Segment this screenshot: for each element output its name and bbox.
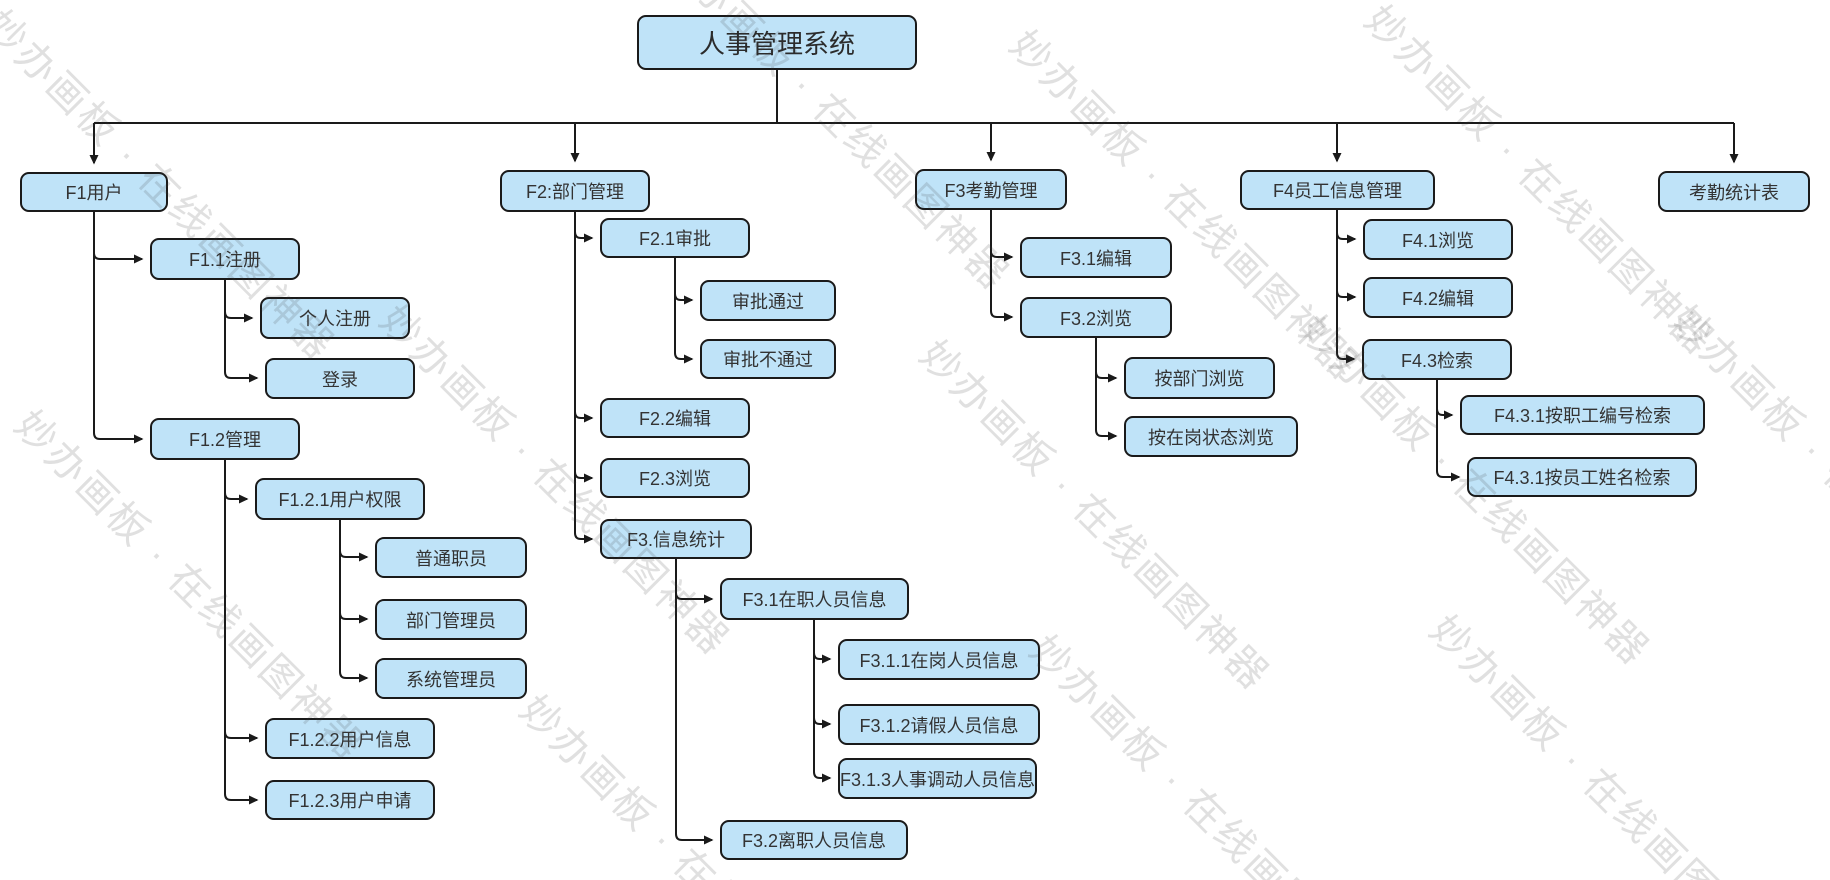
node-root[interactable]: 人事管理系统 <box>637 15 917 70</box>
node-f1-1[interactable]: F1.1注册 <box>150 238 300 280</box>
node-onpost-info[interactable]: F3.1.1在岗人员信息 <box>838 639 1040 680</box>
node-label: 人事管理系统 <box>698 29 855 59</box>
node-label: 登录 <box>322 369 358 390</box>
node-personal-register[interactable]: 个人注册 <box>260 297 410 339</box>
node-label: F3.1.3人事调动人员信息 <box>839 769 1036 790</box>
node-label: F3.2浏览 <box>1059 308 1133 329</box>
node-f4[interactable]: F4员工信息管理 <box>1240 170 1435 210</box>
node-label: F2.3浏览 <box>638 469 712 489</box>
node-dept-admin[interactable]: 部门管理员 <box>375 599 527 640</box>
node-label: F2.1审批 <box>638 229 712 249</box>
node-label: F4.1浏览 <box>1401 230 1475 251</box>
node-f4-2[interactable]: F4.2编辑 <box>1363 277 1513 318</box>
node-search-by-id[interactable]: F4.3.1按职工编号检索 <box>1460 395 1705 435</box>
node-f3[interactable]: F3考勤管理 <box>915 169 1067 210</box>
node-label: F1.1注册 <box>188 250 262 270</box>
node-label: F1.2.3用户申请 <box>288 791 412 811</box>
node-browse-by-status[interactable]: 按在岗状态浏览 <box>1124 416 1298 457</box>
node-f1-2-2[interactable]: F1.2.2用户信息 <box>265 718 435 759</box>
node-onjob-info[interactable]: F3.1在职人员信息 <box>720 578 909 620</box>
node-label: F1.2.2用户信息 <box>288 729 412 750</box>
node-approve-fail[interactable]: 审批不通过 <box>700 339 836 379</box>
node-label: F2.2编辑 <box>638 409 712 429</box>
node-f3-1[interactable]: F3.1编辑 <box>1020 237 1172 278</box>
node-f2-1[interactable]: F2.1审批 <box>600 218 750 258</box>
node-f1-2-3[interactable]: F1.2.3用户申请 <box>265 780 435 820</box>
node-transfer-info[interactable]: F3.1.3人事调动人员信息 <box>838 758 1037 799</box>
node-label: F3.2离职人员信息 <box>741 831 887 851</box>
node-browse-by-dept[interactable]: 按部门浏览 <box>1124 357 1275 399</box>
node-label: 部门管理员 <box>406 610 496 631</box>
node-f1-2[interactable]: F1.2管理 <box>150 418 300 460</box>
node-f4-3[interactable]: F4.3检索 <box>1362 339 1512 380</box>
node-search-by-name[interactable]: F4.3.1按员工姓名检索 <box>1467 457 1697 497</box>
node-label: F4.2编辑 <box>1401 288 1475 309</box>
node-label: 按在岗状态浏览 <box>1148 427 1274 448</box>
node-resigned-info[interactable]: F3.2离职人员信息 <box>720 820 908 860</box>
node-normal-staff[interactable]: 普通职员 <box>375 537 527 578</box>
node-label: 个人注册 <box>299 309 371 329</box>
node-label: F4.3.1按员工姓名检索 <box>1493 468 1671 488</box>
node-approve-pass[interactable]: 审批通过 <box>700 280 836 321</box>
node-label: 按部门浏览 <box>1154 369 1245 389</box>
node-label: 审批通过 <box>732 291 804 312</box>
node-label: F3.1.1在岗人员信息 <box>859 650 1019 671</box>
node-f4-1[interactable]: F4.1浏览 <box>1363 219 1513 260</box>
node-label: F4.3检索 <box>1400 350 1474 371</box>
node-info-stats[interactable]: F3.信息统计 <box>600 519 752 559</box>
node-label: F3.1编辑 <box>1059 248 1133 269</box>
node-attendance-report[interactable]: 考勤统计表 <box>1658 171 1810 212</box>
node-label: F4.3.1按职工编号检索 <box>1493 406 1672 426</box>
node-label: F3考勤管理 <box>944 180 1038 201</box>
node-label: F3.1.2请假人员信息 <box>859 715 1019 736</box>
node-label: 考勤统计表 <box>1689 182 1779 203</box>
node-f1[interactable]: F1用户 <box>20 172 168 212</box>
node-label: F3.信息统计 <box>626 530 725 550</box>
node-label: 普通职员 <box>415 548 487 569</box>
node-f2[interactable]: F2:部门管理 <box>500 170 650 212</box>
node-label: F4员工信息管理 <box>1272 181 1402 201</box>
node-f2-2[interactable]: F2.2编辑 <box>600 398 750 438</box>
node-label: F1.2管理 <box>188 430 262 450</box>
node-label: 系统管理员 <box>406 669 496 690</box>
node-label: F1用户 <box>65 183 123 203</box>
node-f3-2[interactable]: F3.2浏览 <box>1020 297 1172 338</box>
node-f2-3[interactable]: F2.3浏览 <box>600 458 750 498</box>
node-label: F3.1在职人员信息 <box>742 590 887 610</box>
node-sys-admin[interactable]: 系统管理员 <box>375 658 527 699</box>
node-label: F2:部门管理 <box>525 182 624 202</box>
node-label: 审批不通过 <box>723 350 813 370</box>
node-f1-2-1[interactable]: F1.2.1用户权限 <box>255 478 425 520</box>
node-label: F1.2.1用户权限 <box>278 490 402 510</box>
node-leave-info[interactable]: F3.1.2请假人员信息 <box>838 704 1040 745</box>
node-login[interactable]: 登录 <box>265 358 415 399</box>
